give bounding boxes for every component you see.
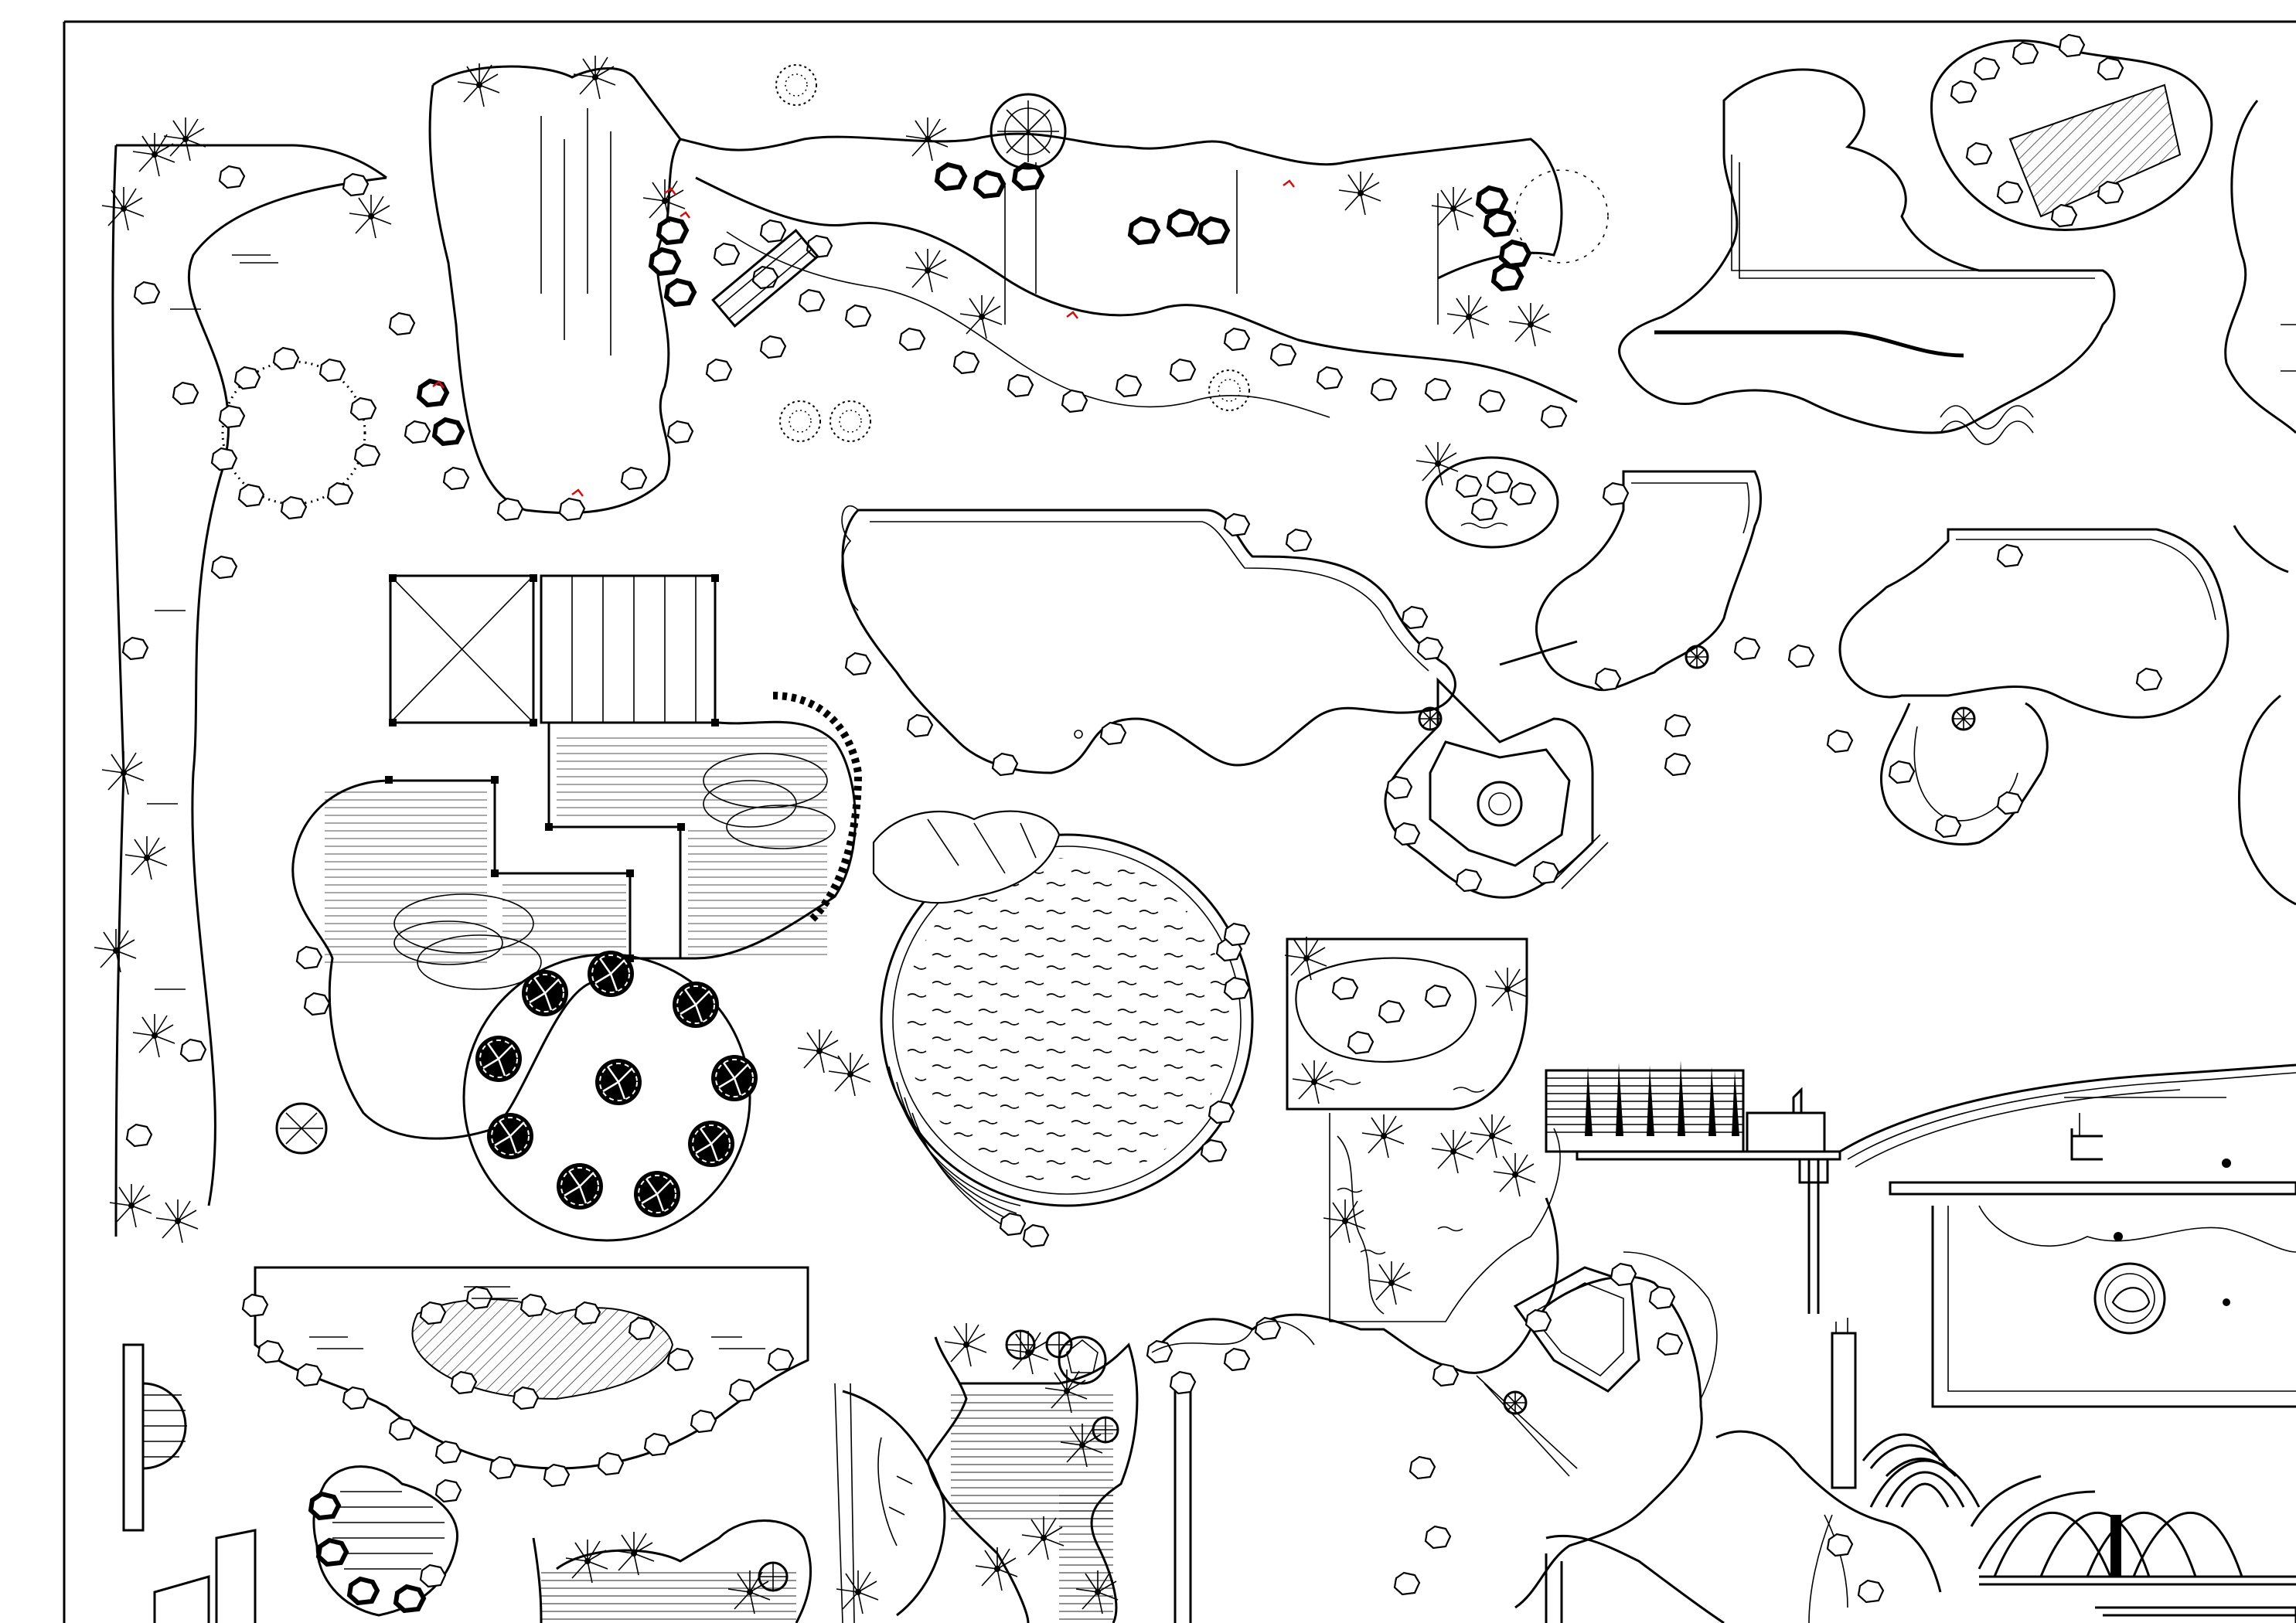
rock-ring-pool [210,346,381,520]
rockery-pond-plan-bottom [1146,1197,1942,1623]
bridge-icon [711,229,819,328]
winding-path-plan [94,117,392,1244]
rockery-pond-plan-center [841,441,1559,777]
pergola-icon [540,574,717,724]
water-lily-icon [393,753,836,990]
pool-outline-icon [1415,441,1559,549]
fountain-elevation [1545,1060,1841,1161]
rockery-edge-bottom [1151,1097,2226,1395]
pool-outline-icon [1930,33,2213,231]
stone-path-icon [388,219,1568,522]
rockery-octagon-pool-plan [1384,640,1609,899]
red-accent-marks [432,179,1295,497]
circular-plaza-plan [872,810,1254,1248]
tree-canopy-icon [990,93,1067,170]
rock-edge-icon [419,165,1529,444]
rock-pond-plan-bottom-left [122,1266,809,1623]
palm-icon [457,55,1552,347]
stream-rock-path-plan [388,55,1609,522]
deck-planter-plan-bottom [532,1322,1139,1623]
hatch-ticks [147,254,278,990]
rockery-pond-plan-top-right [1618,33,2296,445]
fountain-icon [2093,1262,2166,1335]
spray-fountain-pool [1798,1063,2296,1623]
rockery-pond-plan-right [1535,470,2296,906]
square-rock-pool-plan [1284,936,1561,1322]
sheet-border [63,20,2296,1623]
tree-canopy-icon [474,949,759,1219]
pergola-deck-plan [275,574,871,1242]
